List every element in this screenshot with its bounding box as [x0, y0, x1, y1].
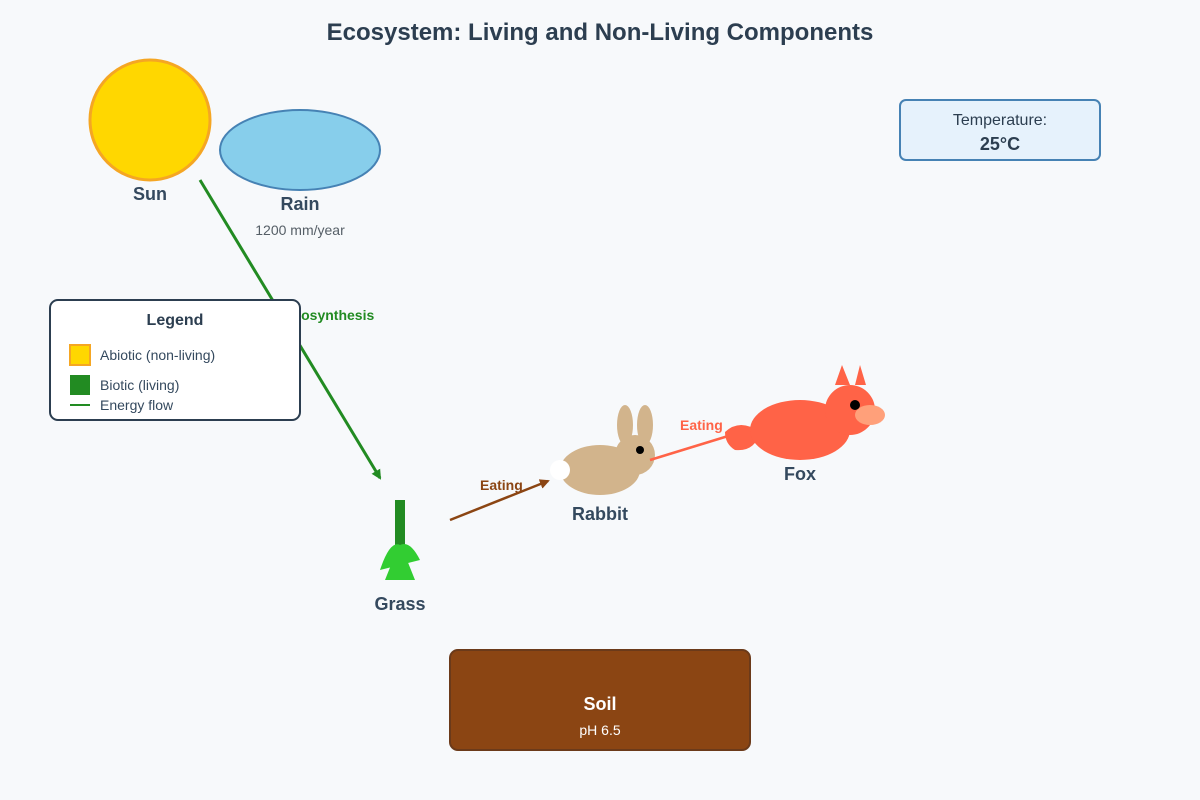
legend-title: Legend	[147, 312, 204, 329]
rabbit-node: Rabbit	[550, 405, 655, 524]
fox-label: Fox	[784, 464, 816, 484]
edge-rabbit-to-fox: Eating	[649, 417, 740, 462]
soil-box	[449, 649, 751, 751]
rain-label: Rain	[280, 194, 319, 214]
legend-biotic-label: Biotic (living)	[100, 377, 179, 393]
temperature-box	[899, 99, 1101, 161]
rabbit-icon	[550, 405, 655, 495]
rabbit-label: Rabbit	[572, 504, 628, 524]
temperature-value: 25°C	[980, 134, 1020, 154]
eating-arrow-grass-rabbit	[449, 479, 550, 522]
eating-arrow-rabbit-fox	[649, 430, 740, 462]
legend-abiotic-label: Abiotic (non-living)	[100, 347, 215, 363]
eating-label-rabbit-fox: Eating	[680, 417, 723, 433]
legend-box	[49, 299, 301, 421]
temperature-node: Temperature: 25°C	[899, 99, 1101, 161]
diagram-title: Ecosystem: Living and Non-Living Compone…	[327, 19, 874, 46]
legend: Legend Abiotic (non-living) Biotic (livi…	[49, 299, 301, 421]
soil-value: pH 6.5	[579, 722, 620, 738]
legend-abiotic-swatch	[69, 344, 91, 366]
sun-label: Sun	[133, 184, 167, 204]
grass-icon	[380, 500, 420, 580]
rain-cloud-icon	[219, 109, 381, 191]
fox-icon	[725, 365, 885, 460]
edge-grass-to-rabbit: Eating	[449, 477, 550, 522]
grass-label: Grass	[374, 594, 425, 614]
rain-value: 1200 mm/year	[255, 222, 345, 238]
fox-node: Fox	[725, 365, 885, 484]
soil-node: Soil pH 6.5	[449, 649, 751, 751]
eating-label-grass-rabbit: Eating	[480, 477, 523, 493]
sun-icon	[88, 58, 212, 182]
legend-biotic-swatch	[70, 375, 90, 395]
legend-energy-label: Energy flow	[100, 397, 174, 413]
rain-node: Rain 1200 mm/year	[219, 109, 381, 238]
sun-node: Sun	[88, 58, 212, 204]
temperature-label: Temperature:	[953, 112, 1047, 129]
grass-node: Grass	[374, 500, 426, 614]
soil-label: Soil	[583, 694, 616, 714]
